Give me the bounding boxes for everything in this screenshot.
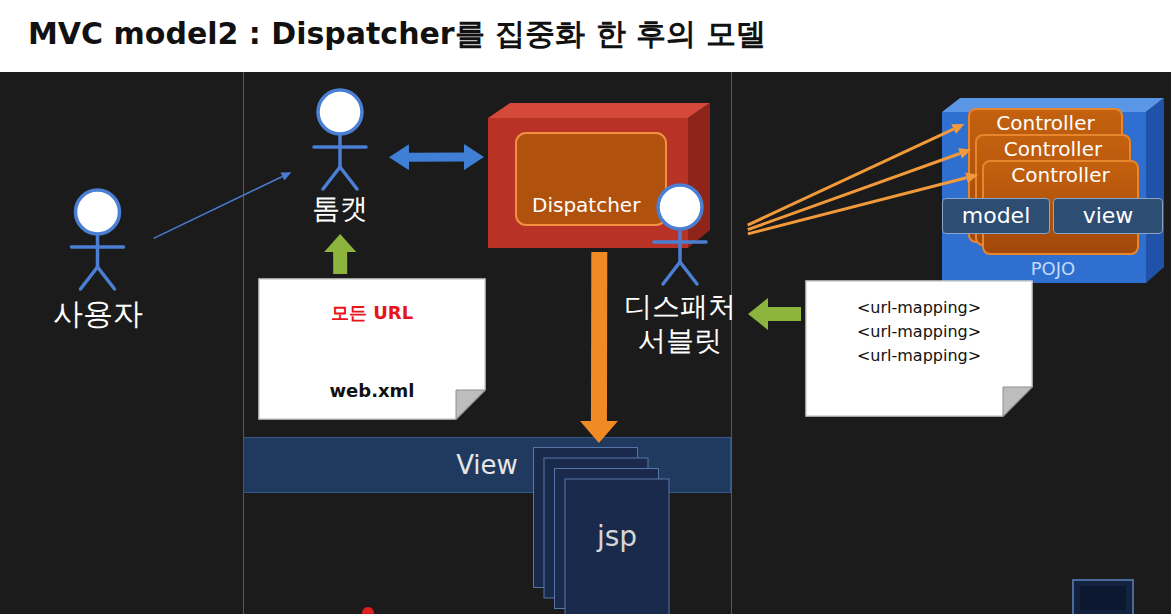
node-label: view (1083, 203, 1134, 229)
node-label: 톰캣 (312, 193, 368, 225)
tomcat-actor: 톰캣 (295, 85, 385, 230)
node-label: Controller (996, 111, 1094, 135)
node-label: Dispatcher (532, 193, 640, 217)
pojo-box: POJOControllerControllerControllermodelv… (942, 98, 1164, 283)
node-label: 디스패처 서블릿 (616, 290, 744, 358)
node-label: Controller (1011, 163, 1109, 187)
node-label: View (456, 450, 518, 480)
divider-line (243, 72, 244, 614)
config-arrow (333, 252, 347, 274)
pointer-dot (362, 607, 374, 614)
node-label: 모든 URL (331, 302, 413, 324)
view-arrow (591, 252, 607, 421)
controller-arrow (748, 154, 960, 230)
mapping-document: <url-mapping> <url-mapping> <url-mapping… (805, 280, 1033, 417)
dispatch-arrow (409, 153, 464, 162)
node-label: jsp (565, 521, 669, 553)
diagram-title: MVC model2 : Dispatcher를 집중화 한 후의 모델 (28, 14, 766, 54)
node-label: model (962, 203, 1031, 229)
model-tab: model (942, 198, 1050, 234)
node-label: web.xml (329, 380, 414, 402)
corner-icon (1073, 580, 1133, 614)
jsp-pages: jsp (533, 447, 673, 614)
node-label: POJO (1031, 258, 1076, 280)
controller-arrow (748, 178, 967, 234)
node-label: 사용자 (53, 297, 143, 332)
controller-arrow (748, 129, 954, 225)
node-label: Controller (1004, 137, 1102, 161)
divider-line (731, 72, 732, 614)
config-document: 모든 URL web.xml (258, 278, 486, 420)
request-arrow (154, 177, 283, 239)
title-bar: MVC model2 : Dispatcher를 집중화 한 후의 모델 (0, 0, 1171, 72)
node-label: <url-mapping> <url-mapping> <url-mapping… (849, 296, 989, 368)
config-arrow (768, 307, 801, 321)
view-tab: view (1053, 198, 1163, 234)
user-actor: 사용자 (45, 185, 150, 336)
